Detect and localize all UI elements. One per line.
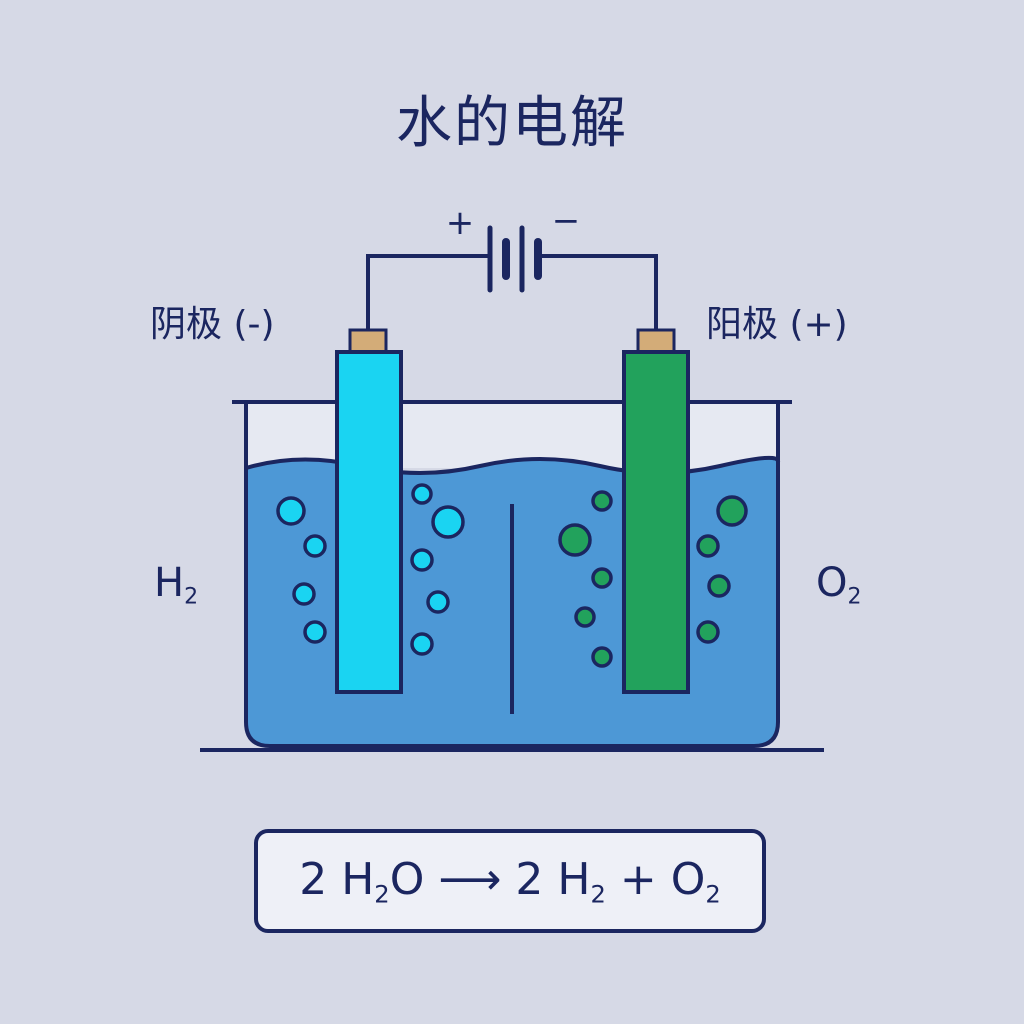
oxygen-subscript: 2 (847, 584, 862, 610)
anode-electrode (622, 350, 690, 694)
battery-symbol (487, 225, 542, 293)
anode-cap (636, 328, 676, 354)
bubble (411, 483, 433, 505)
wire-right (540, 254, 658, 330)
eq-oxygen: O2 (670, 853, 721, 909)
bubble (410, 548, 434, 572)
wire-left (366, 254, 490, 330)
bubble (426, 590, 450, 614)
bubble (591, 490, 613, 512)
bubble (696, 534, 720, 558)
hydrogen-subscript: 2 (184, 584, 199, 610)
cathode-electrode (335, 350, 403, 694)
eq-coefficient: 2 (515, 853, 544, 905)
bubble (431, 505, 465, 539)
bubble (707, 574, 731, 598)
bubble (276, 496, 306, 526)
eq-o: O (389, 853, 425, 905)
bubble (574, 606, 596, 628)
oxygen-symbol: O (816, 560, 848, 606)
hydrogen-gas-label: H2 (154, 560, 198, 610)
eq-h: H (341, 853, 375, 905)
eq-plus: + (619, 853, 657, 905)
eq-coefficient: 2 (299, 853, 328, 905)
bubble (591, 646, 613, 668)
hydrogen-symbol: H (154, 560, 185, 606)
eq-water: H2O (341, 853, 425, 909)
cathode-label: 阴极 (-) (150, 304, 275, 345)
equation-box: 2 H2O ⟶ 2 H2 + O2 (254, 829, 766, 933)
bubble (303, 620, 327, 644)
oxygen-bubbles (558, 490, 748, 668)
battery-positive-sign: + (446, 203, 475, 243)
eq-o2-subscript: 2 (705, 880, 721, 909)
eq-h2-subscript: 2 (590, 880, 606, 909)
bubble (558, 523, 592, 557)
eq-h2: H (557, 853, 591, 905)
bubble (303, 534, 327, 558)
bubble (410, 632, 434, 656)
beaker-wall (244, 402, 780, 748)
eq-h-subscript: 2 (374, 880, 390, 909)
bubble (591, 567, 613, 589)
bubble (716, 495, 748, 527)
eq-arrow: ⟶ (438, 853, 502, 905)
beaker-air-gap (246, 402, 778, 468)
oxygen-gas-label: O2 (816, 560, 861, 610)
bubble (292, 582, 316, 606)
cathode-cap (348, 328, 388, 354)
battery-negative-sign: − (552, 201, 581, 241)
diagram-title: 水的电解 (396, 91, 628, 156)
eq-hydrogen: H2 (557, 853, 606, 909)
eq-o2: O (670, 853, 706, 905)
hydrogen-bubbles (276, 483, 465, 656)
anode-label: 阳极 (+) (706, 304, 848, 345)
chemical-equation: 2 H2O ⟶ 2 H2 + O2 (299, 854, 721, 908)
bubble (696, 620, 720, 644)
